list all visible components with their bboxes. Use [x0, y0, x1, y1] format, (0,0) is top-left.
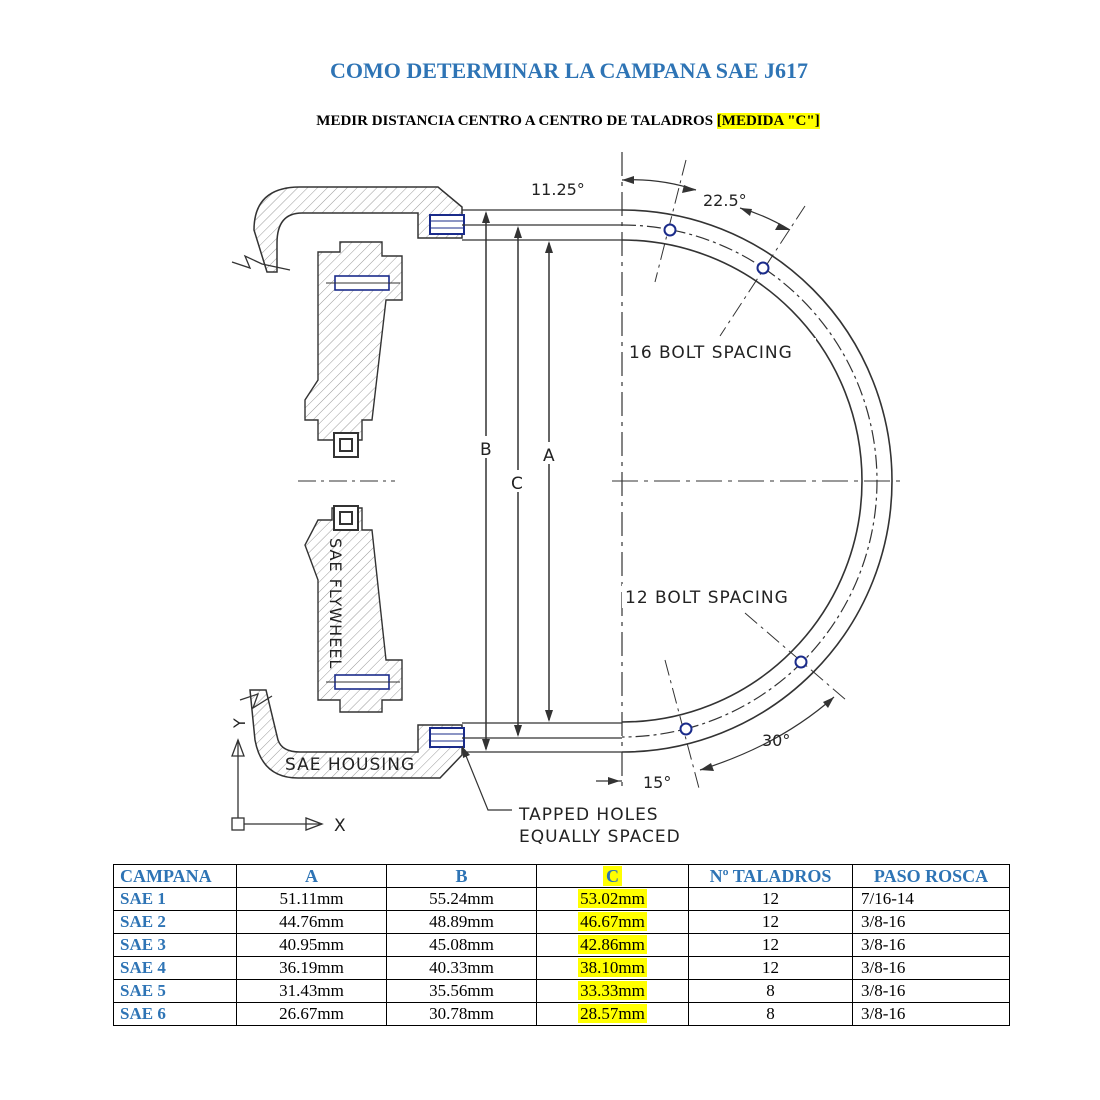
tapped-holes-label-2: EQUALLY SPACED — [519, 827, 681, 847]
cell-campana: SAE 2 — [113, 910, 237, 934]
angle-label-30: 30° — [762, 731, 790, 750]
cell-c: 38.10mm — [536, 956, 689, 980]
cell-a: 31.43mm — [236, 979, 387, 1003]
cell-b: 30.78mm — [386, 1002, 537, 1026]
subtitle-highlight: [MEDIDA "C"] — [716, 113, 820, 129]
cell-taladros: 8 — [688, 1002, 853, 1026]
cell-paso-rosca: 7/16-14 — [852, 887, 1010, 911]
axis-label-y: Y — [230, 718, 249, 729]
angle-label-11-25: 11.25° — [531, 180, 585, 199]
cell-campana: SAE 6 — [113, 1002, 237, 1026]
dim-label-b: B — [480, 440, 492, 460]
subtitle-text: MEDIR DISTANCIA CENTRO A CENTRO DE TALAD… — [316, 113, 717, 129]
cell-paso-rosca: 3/8-16 — [852, 956, 1010, 980]
housing-label: SAE HOUSING — [285, 755, 415, 775]
col-header-b: B — [386, 864, 537, 888]
bolt-hole-4 — [679, 722, 693, 736]
table-row: SAE 5 31.43mm 35.56mm 33.33mm 8 3/8-16 — [113, 979, 1010, 1003]
cell-taladros: 12 — [688, 887, 853, 911]
flywheel-upper — [304, 241, 403, 441]
cell-taladros: 12 — [688, 956, 853, 980]
cell-c-value: 38.10mm — [578, 958, 647, 977]
table-row: SAE 3 40.95mm 45.08mm 42.86mm 12 3/8-16 — [113, 933, 1010, 957]
cell-taladros: 8 — [688, 979, 853, 1003]
cell-c: 42.86mm — [536, 933, 689, 957]
cell-campana: SAE 5 — [113, 979, 237, 1003]
axis-label-x: X — [334, 816, 346, 836]
housing-lower — [249, 689, 463, 779]
cell-c-value: 53.02mm — [578, 889, 647, 908]
tapped-holes-leader — [461, 745, 512, 811]
table-row: SAE 2 44.76mm 48.89mm 46.67mm 12 3/8-16 — [113, 910, 1010, 934]
sae-spec-table: CAMPANA A B C Nº TALADROS PASO ROSCA SAE… — [113, 864, 1010, 1026]
cell-c: 46.67mm — [536, 910, 689, 934]
cell-c-value: 33.33mm — [578, 981, 647, 1000]
sae-bellhousing-drawing: SAE FLYWHEEL B C A 11.25° — [230, 152, 906, 847]
cell-c-value: 42.86mm — [578, 935, 647, 954]
dim-label-a: A — [543, 446, 555, 466]
bolt-hole-3 — [794, 655, 808, 669]
cell-a: 26.67mm — [236, 1002, 387, 1026]
angle-label-15: 15° — [643, 773, 671, 792]
bolt-circle — [621, 224, 878, 738]
cell-taladros: 12 — [688, 910, 853, 934]
col-header-a: A — [236, 864, 387, 888]
bearing-top — [333, 432, 359, 458]
flange-outer — [621, 209, 893, 753]
cell-c-value: 28.57mm — [578, 1004, 647, 1023]
cell-paso-rosca: 3/8-16 — [852, 1002, 1010, 1026]
cell-a: 51.11mm — [236, 887, 387, 911]
cell-campana: SAE 3 — [113, 933, 237, 957]
flywheel-label: SAE FLYWHEEL — [326, 538, 345, 669]
tapped-hole-bottom — [429, 727, 465, 748]
table-row: SAE 6 26.67mm 30.78mm 28.57mm 8 3/8-16 — [113, 1002, 1010, 1026]
table-header-row: CAMPANA A B C Nº TALADROS PASO ROSCA — [113, 864, 1010, 888]
page-subtitle: MEDIR DISTANCIA CENTRO A CENTRO DE TALAD… — [0, 113, 1100, 130]
col-header-paso-rosca: PASO ROSCA — [852, 864, 1010, 888]
cell-a: 44.76mm — [236, 910, 387, 934]
cell-a: 36.19mm — [236, 956, 387, 980]
bolt-hole-2 — [756, 261, 770, 275]
cell-paso-rosca: 3/8-16 — [852, 910, 1010, 934]
housing-upper — [253, 186, 463, 273]
col-header-taladros: Nº TALADROS — [688, 864, 853, 888]
dim-label-c: C — [511, 474, 523, 494]
cell-paso-rosca: 3/8-16 — [852, 979, 1010, 1003]
cell-b: 55.24mm — [386, 887, 537, 911]
arc-30 — [699, 696, 835, 771]
cell-a: 40.95mm — [236, 933, 387, 957]
tapped-hole-top — [429, 214, 465, 235]
cell-b: 45.08mm — [386, 933, 537, 957]
angle-label-22-5: 22.5° — [703, 191, 747, 210]
ucs-origin — [231, 817, 245, 831]
cell-campana: SAE 1 — [113, 887, 237, 911]
cell-b: 40.33mm — [386, 956, 537, 980]
cell-c: 28.57mm — [536, 1002, 689, 1026]
table-row: SAE 1 51.11mm 55.24mm 53.02mm 12 7/16-14 — [113, 887, 1010, 911]
bolt-hole-1 — [663, 223, 677, 237]
cell-b: 35.56mm — [386, 979, 537, 1003]
col-header-c-label: C — [603, 866, 622, 886]
cell-c-value: 46.67mm — [578, 912, 647, 931]
col-header-c: C — [536, 864, 689, 888]
bearing-bottom — [333, 505, 359, 531]
cell-b: 48.89mm — [386, 910, 537, 934]
cell-c: 53.02mm — [536, 887, 689, 911]
table-row: SAE 4 36.19mm 40.33mm 38.10mm 12 3/8-16 — [113, 956, 1010, 980]
break-line-bottom — [239, 692, 273, 710]
cell-taladros: 12 — [688, 933, 853, 957]
bolt-16-label: 16 BOLT SPACING — [629, 343, 793, 363]
cell-c: 33.33mm — [536, 979, 689, 1003]
tapped-holes-label-1: TAPPED HOLES — [518, 805, 659, 825]
break-line-top — [231, 254, 291, 271]
bolt-12-label: 12 BOLT SPACING — [625, 588, 789, 608]
col-header-campana: CAMPANA — [113, 864, 237, 888]
page-title: COMO DETERMINAR LA CAMPANA SAE J617 — [329, 58, 809, 83]
cell-campana: SAE 4 — [113, 956, 237, 980]
cell-paso-rosca: 3/8-16 — [852, 933, 1010, 957]
flange-inner — [621, 239, 863, 723]
